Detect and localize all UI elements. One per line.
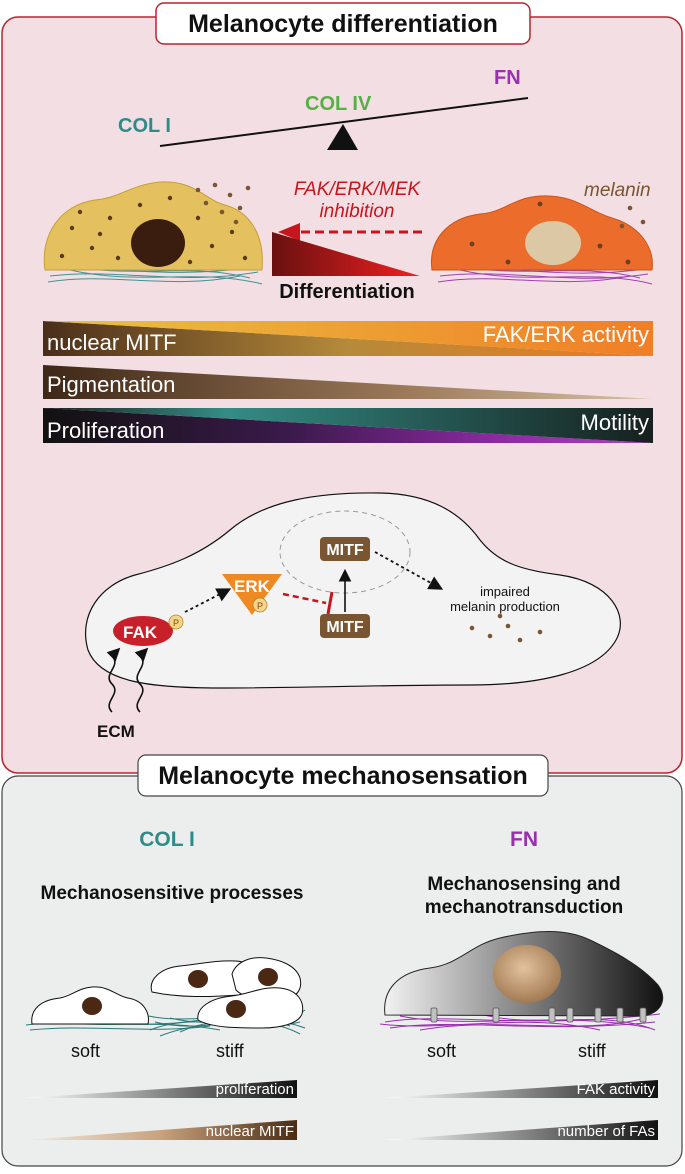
mitf-nuclear-node <box>320 537 370 561</box>
fak-erk-activity-bar-label: FAK/ERK activity <box>483 322 649 347</box>
col1-cells <box>25 957 306 1037</box>
nuclear-mitf-wedge <box>25 1120 297 1140</box>
nuclear-mitf-bar-label: nuclear MITF <box>47 330 177 355</box>
mitf-cyto-node <box>320 614 370 638</box>
fak-node <box>113 616 173 646</box>
pigmentation-bar-label: Pigmentation <box>47 372 175 397</box>
motility-bar <box>43 408 653 443</box>
erk-node <box>222 574 282 615</box>
inhibition-label-line2: inhibition <box>320 201 395 222</box>
erk-phospho-label: P <box>257 601 263 611</box>
fak-erk-activity-bar <box>43 321 653 356</box>
motility-bar-label: Motility <box>581 410 649 435</box>
col1-subheading: Mechanosensitive processes <box>41 883 304 904</box>
motile-cell <box>431 195 653 285</box>
mitf-nuclear-label: MITF <box>326 542 364 559</box>
fn-subheading-line1: Mechanosensing and <box>427 874 620 895</box>
gradient-bars: nuclear MITF FAK/ERK activity Pigmentati… <box>43 321 653 443</box>
ecm-seesaw: COL I COL IV FN <box>118 67 529 150</box>
impaired-label-line1: impaired <box>480 584 530 599</box>
nuclear-mitf-wedge-label: nuclear MITF <box>206 1123 294 1140</box>
col1-stiff-label: stiff <box>216 1041 245 1061</box>
fak-label: FAK <box>123 623 158 642</box>
number-of-fas-wedge-label: number of FAs <box>557 1123 655 1140</box>
melanin-dots <box>619 205 646 229</box>
impaired-label-line2: melanin production <box>450 599 560 614</box>
fak-activity-wedge-label: FAK activity <box>577 1081 656 1098</box>
fak-activity-wedge <box>385 1080 658 1098</box>
number-of-fas-wedge <box>385 1120 658 1140</box>
proliferation-bar-label: Proliferation <box>47 418 164 443</box>
differentiation-label: Differentiation <box>279 281 415 303</box>
ecm-signals <box>106 647 149 713</box>
proliferation-wedge <box>25 1080 297 1098</box>
seesaw-col4-label: COL IV <box>305 93 372 115</box>
signaling-cell: FAK P ERK P MITF MITF impaired melanin p… <box>85 492 621 689</box>
fn-cell <box>379 931 663 1031</box>
fak-phospho-label: P <box>173 618 179 628</box>
erk-label: ERK <box>234 577 271 596</box>
bottom-panel-title-box <box>137 754 549 797</box>
ecm-label: ECM <box>97 722 135 741</box>
fn-soft-label: soft <box>427 1041 456 1061</box>
differentiation-wedge: Differentiation <box>272 232 420 303</box>
fn-heading: FN <box>510 828 538 851</box>
pigmentation-bar <box>43 365 653 399</box>
bottom-panel-title: Melanocyte mechanosensation <box>158 762 528 790</box>
inhibition-arrow: FAK/ERK/MEK inhibition <box>278 179 422 241</box>
top-panel-title-box <box>155 2 531 45</box>
mitf-cyto-label: MITF <box>326 619 364 636</box>
col1-heading: COL I <box>139 828 195 851</box>
inhibition-label-line1: FAK/ERK/MEK <box>294 179 422 200</box>
impaired-melanin-dots <box>469 613 543 643</box>
fn-subheading-line2: mechanotransduction <box>425 897 623 918</box>
fn-stiff-label: stiff <box>578 1041 607 1061</box>
seesaw-col1-label: COL I <box>118 115 171 137</box>
proliferation-wedge-label: proliferation <box>216 1081 294 1098</box>
melanin-label: melanin <box>584 180 651 201</box>
secreted-melanin-dots <box>195 182 251 225</box>
col1-soft-label: soft <box>71 1041 100 1061</box>
top-panel-title: Melanocyte differentiation <box>188 10 498 38</box>
seesaw-fn-label: FN <box>494 67 521 89</box>
